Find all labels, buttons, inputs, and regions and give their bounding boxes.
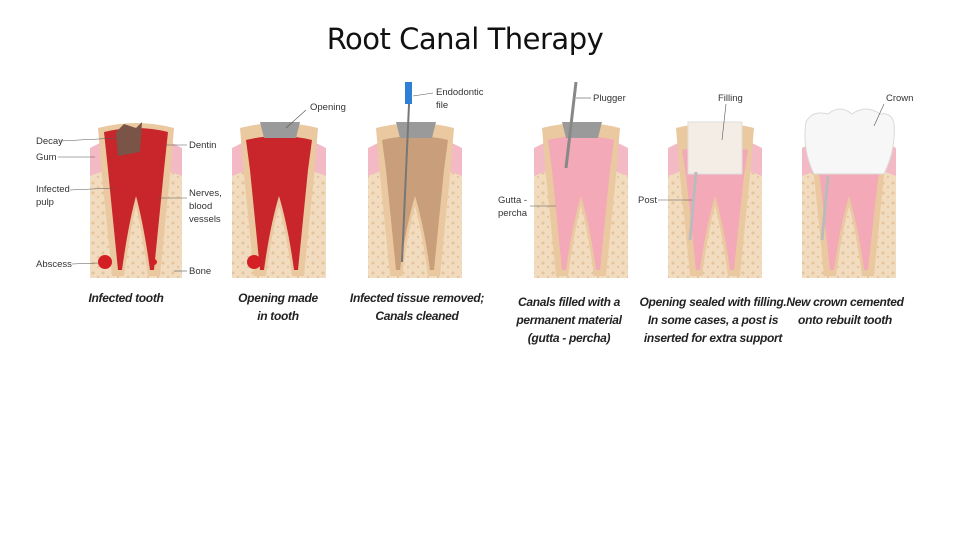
stage-opening-sealed: Filling Post bbox=[638, 93, 762, 278]
gutta-percha-fill bbox=[816, 156, 882, 270]
stage-canals-cleaned: Endodontic file bbox=[368, 81, 484, 278]
label-endodontic-file: Endodontic bbox=[436, 87, 484, 98]
cleaned-canals bbox=[382, 136, 448, 270]
label-decay: Decay bbox=[36, 136, 63, 147]
stage-infected-tooth: Decay Gum Infected pulp Abscess Dentin N… bbox=[36, 122, 222, 278]
infected-pulp bbox=[104, 128, 168, 270]
caption-new-crown: New crown cemented onto rebuilt tooth bbox=[786, 295, 904, 327]
label-filling: Filling bbox=[718, 93, 743, 104]
label-dentin: Dentin bbox=[189, 140, 216, 151]
stage-opening-made: Opening bbox=[232, 102, 346, 278]
label-opening: Opening bbox=[310, 102, 346, 113]
endodontic-file-icon bbox=[401, 81, 411, 263]
plugger-icon bbox=[564, 81, 578, 169]
label-crown: Crown bbox=[886, 93, 913, 104]
stage-new-crown: Crown bbox=[802, 93, 913, 278]
label-gutta-percha: Gutta - bbox=[498, 195, 527, 206]
caption-canals-filled: Canals filled with a permanent material … bbox=[516, 295, 622, 345]
abscess bbox=[98, 255, 112, 269]
stage-canals-filled: Plugger Gutta - percha bbox=[498, 81, 628, 278]
caption-opening-sealed: Opening sealed with filling. In some cas… bbox=[639, 295, 787, 345]
infected-pulp bbox=[246, 136, 312, 270]
caption-infected-tooth: Infected tooth bbox=[88, 291, 164, 305]
filling bbox=[687, 121, 743, 175]
gutta-percha-fill bbox=[682, 146, 748, 270]
label-nerves: Nerves, bbox=[189, 188, 222, 199]
label-infected-pulp: Infected bbox=[36, 184, 70, 195]
gutta-percha-fill bbox=[548, 136, 614, 270]
crown bbox=[804, 108, 895, 175]
caption-opening-made: Opening made in tooth bbox=[238, 291, 318, 323]
post bbox=[820, 175, 830, 241]
decay-spot bbox=[116, 122, 142, 156]
svg-text:percha: percha bbox=[498, 208, 528, 219]
file-handle bbox=[405, 82, 412, 104]
svg-text:pulp: pulp bbox=[36, 197, 54, 208]
label-post: Post bbox=[638, 195, 657, 206]
label-plugger: Plugger bbox=[593, 93, 626, 104]
opening-cavity bbox=[260, 122, 300, 138]
svg-text:blood: blood bbox=[189, 201, 212, 212]
abscess bbox=[247, 255, 261, 269]
page-title: Root Canal Therapy bbox=[326, 22, 604, 56]
svg-text:file: file bbox=[436, 100, 448, 111]
svg-text:vessels: vessels bbox=[189, 214, 221, 225]
post bbox=[688, 171, 698, 241]
label-gum: Gum bbox=[36, 152, 57, 163]
label-abscess: Abscess bbox=[36, 259, 72, 270]
label-bone: Bone bbox=[189, 266, 211, 277]
caption-canals-cleaned: Infected tissue removed; Canals cleaned bbox=[349, 291, 485, 323]
